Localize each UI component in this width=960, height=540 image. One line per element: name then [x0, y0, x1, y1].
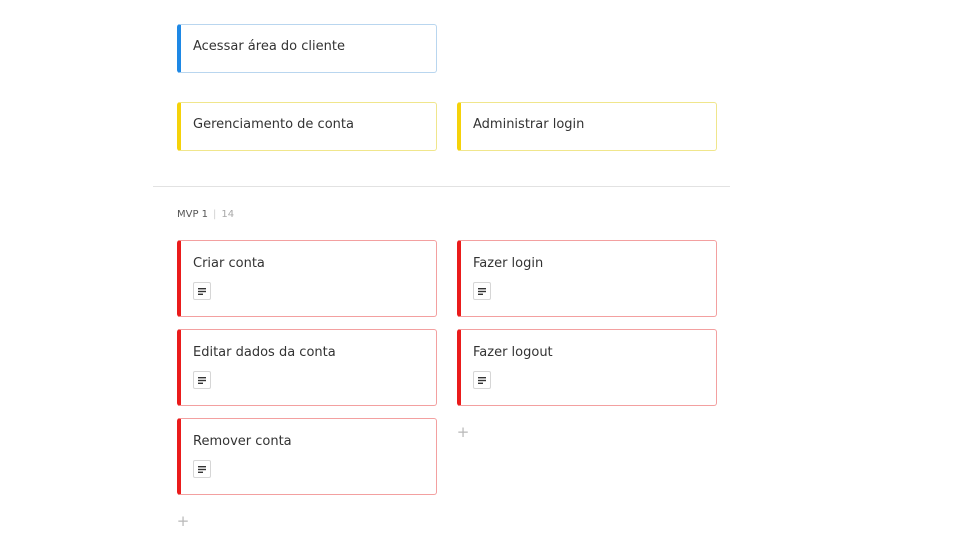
story-card-title: Fazer logout — [473, 345, 553, 360]
story-card[interactable]: Remover conta — [177, 418, 437, 495]
task-card-title: Gerenciamento de conta — [193, 117, 354, 132]
release-name: MVP 1 — [177, 209, 209, 220]
story-card-title: Criar conta — [193, 256, 265, 271]
task-card[interactable]: Gerenciamento de conta — [177, 102, 437, 151]
story-card[interactable]: Criar conta — [177, 240, 437, 317]
story-card[interactable]: Fazer login — [457, 240, 717, 317]
description-icon — [473, 371, 491, 389]
description-icon — [193, 371, 211, 389]
activity-card-title: Acessar área do cliente — [193, 39, 345, 54]
story-card-title: Remover conta — [193, 434, 292, 449]
release-separator: | — [213, 209, 217, 220]
release-count: 14 — [221, 209, 235, 220]
description-icon — [193, 282, 211, 300]
description-icon — [473, 282, 491, 300]
task-card-title: Administrar login — [473, 117, 585, 132]
add-story-icon[interactable]: + — [176, 512, 190, 530]
story-card-title: Editar dados da conta — [193, 345, 336, 360]
story-card-title: Fazer login — [473, 256, 544, 271]
release-header[interactable]: MVP 1 | 14 — [177, 209, 234, 221]
task-card[interactable]: Administrar login — [457, 102, 717, 151]
story-card[interactable]: Editar dados da conta — [177, 329, 437, 406]
story-card[interactable]: Fazer logout — [457, 329, 717, 406]
description-icon — [193, 460, 211, 478]
add-story-icon[interactable]: + — [456, 423, 470, 441]
activity-card[interactable]: Acessar área do cliente — [177, 24, 437, 73]
release-divider — [153, 186, 730, 187]
